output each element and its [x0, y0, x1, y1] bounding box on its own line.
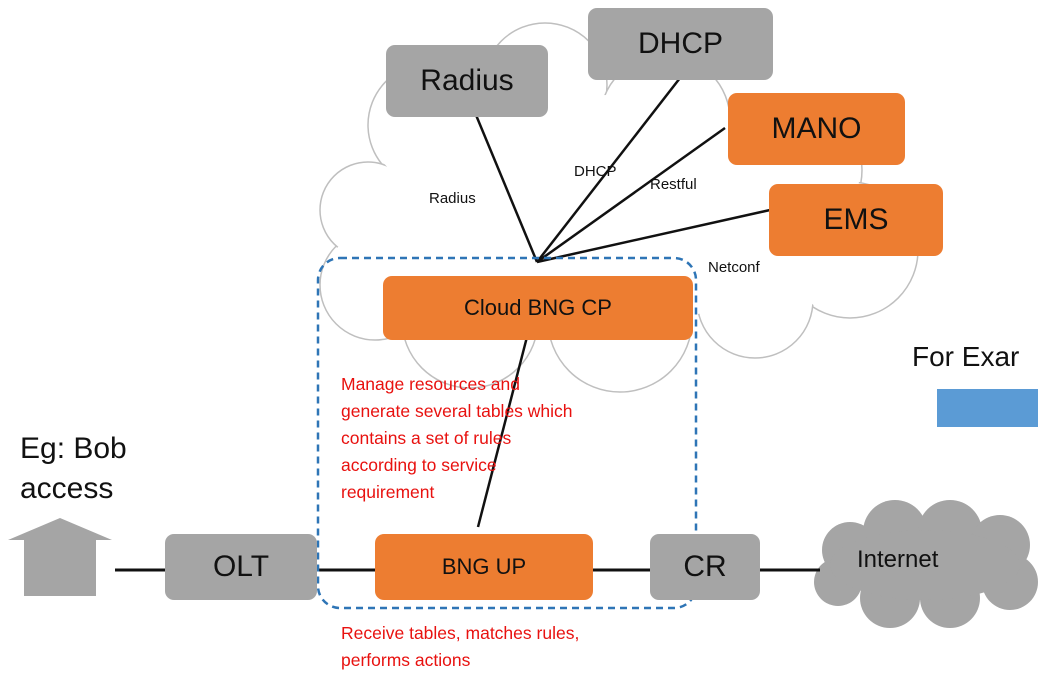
link-label-restful: Restful	[650, 176, 697, 193]
ems-node: EMS	[769, 184, 943, 256]
blue-bar	[937, 389, 1038, 427]
dashed-bng-group-border	[316, 256, 698, 610]
cr-node: CR	[650, 534, 760, 600]
link-label-dhcp: DHCP	[574, 163, 617, 180]
internet-cloud-shape	[814, 500, 1038, 628]
cp-description-note: Manage resources and generate several ta…	[341, 374, 573, 502]
olt-node: OLT	[165, 534, 317, 600]
mano-node: MANO	[728, 93, 905, 165]
bng-up-node: BNG UP	[375, 534, 593, 600]
link-label-netconf: Netconf	[708, 259, 760, 276]
link-label-radius: Radius	[429, 190, 476, 207]
example-heading-label: For Exar	[912, 341, 1020, 372]
example-user-label: Eg: Bob access	[20, 432, 127, 505]
up-description-note: Receive tables, matches rules, performs …	[341, 623, 580, 670]
home-icon	[8, 518, 112, 596]
internet-label: Internet	[857, 546, 939, 573]
dhcp-node: DHCP	[588, 8, 773, 80]
cloud-bng-cp-node: Cloud BNG CP	[383, 276, 693, 340]
radius-node: Radius	[386, 45, 548, 117]
control-link-lines	[474, 77, 771, 528]
